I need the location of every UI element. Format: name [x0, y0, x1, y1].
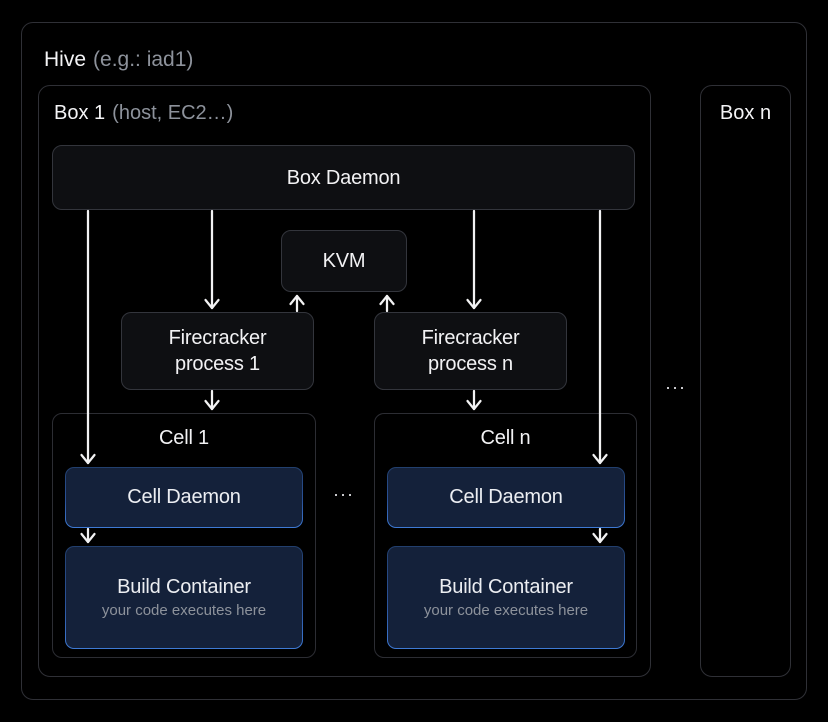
build-container-n-sublabel: your code executes here — [423, 602, 589, 619]
hive-container — [21, 22, 807, 700]
firecracker-process-n-node: Firecracker process n — [374, 312, 567, 390]
build-container-n-node: Build Container your code executes here — [387, 546, 625, 649]
firecracker-n-label-line2: process n — [428, 353, 513, 375]
cell-1-title: Cell 1 — [159, 427, 209, 449]
firecracker-1-label-line2: process 1 — [175, 353, 260, 375]
cell-daemon-n-node: Cell Daemon — [387, 467, 625, 528]
firecracker-n-label-line1: Firecracker — [421, 327, 520, 349]
build-container-1-node: Build Container your code executes here — [65, 546, 303, 649]
boxes-ellipsis: ... — [665, 373, 687, 393]
kvm-node: KVM — [281, 230, 407, 292]
hive-title-row: Hive (e.g.: iad1) — [44, 47, 193, 72]
hive-title: Hive — [44, 48, 87, 71]
cells-ellipsis: ... — [333, 480, 355, 500]
box-daemon-node: Box Daemon — [52, 145, 635, 210]
build-container-1-label: Build Container — [117, 576, 251, 598]
cell-1-container: Cell 1 — [52, 413, 316, 658]
cell-daemon-1-node: Cell Daemon — [65, 467, 303, 528]
box1-container — [38, 85, 651, 677]
boxn-title: Box n — [719, 102, 772, 124]
build-container-n-label: Build Container — [439, 576, 573, 598]
cell-daemon-n-label: Cell Daemon — [449, 486, 563, 508]
build-container-1-sublabel: your code executes here — [101, 602, 267, 619]
firecracker-process-1-node: Firecracker process 1 — [121, 312, 314, 390]
kvm-label: KVM — [322, 250, 366, 272]
firecracker-1-label-line1: Firecracker — [168, 327, 267, 349]
boxn-container: Box n — [700, 85, 791, 677]
box1-title-row: Box 1 (host, EC2…) — [54, 101, 233, 125]
hive-subtitle: (e.g.: iad1) — [93, 48, 194, 71]
box1-subtitle: (host, EC2…) — [112, 102, 234, 124]
cell-n-title: Cell n — [480, 427, 531, 449]
cell-daemon-1-label: Cell Daemon — [127, 486, 241, 508]
cell-n-container: Cell n — [374, 413, 637, 658]
box1-title: Box 1 — [54, 102, 106, 124]
box-daemon-label: Box Daemon — [286, 166, 401, 189]
